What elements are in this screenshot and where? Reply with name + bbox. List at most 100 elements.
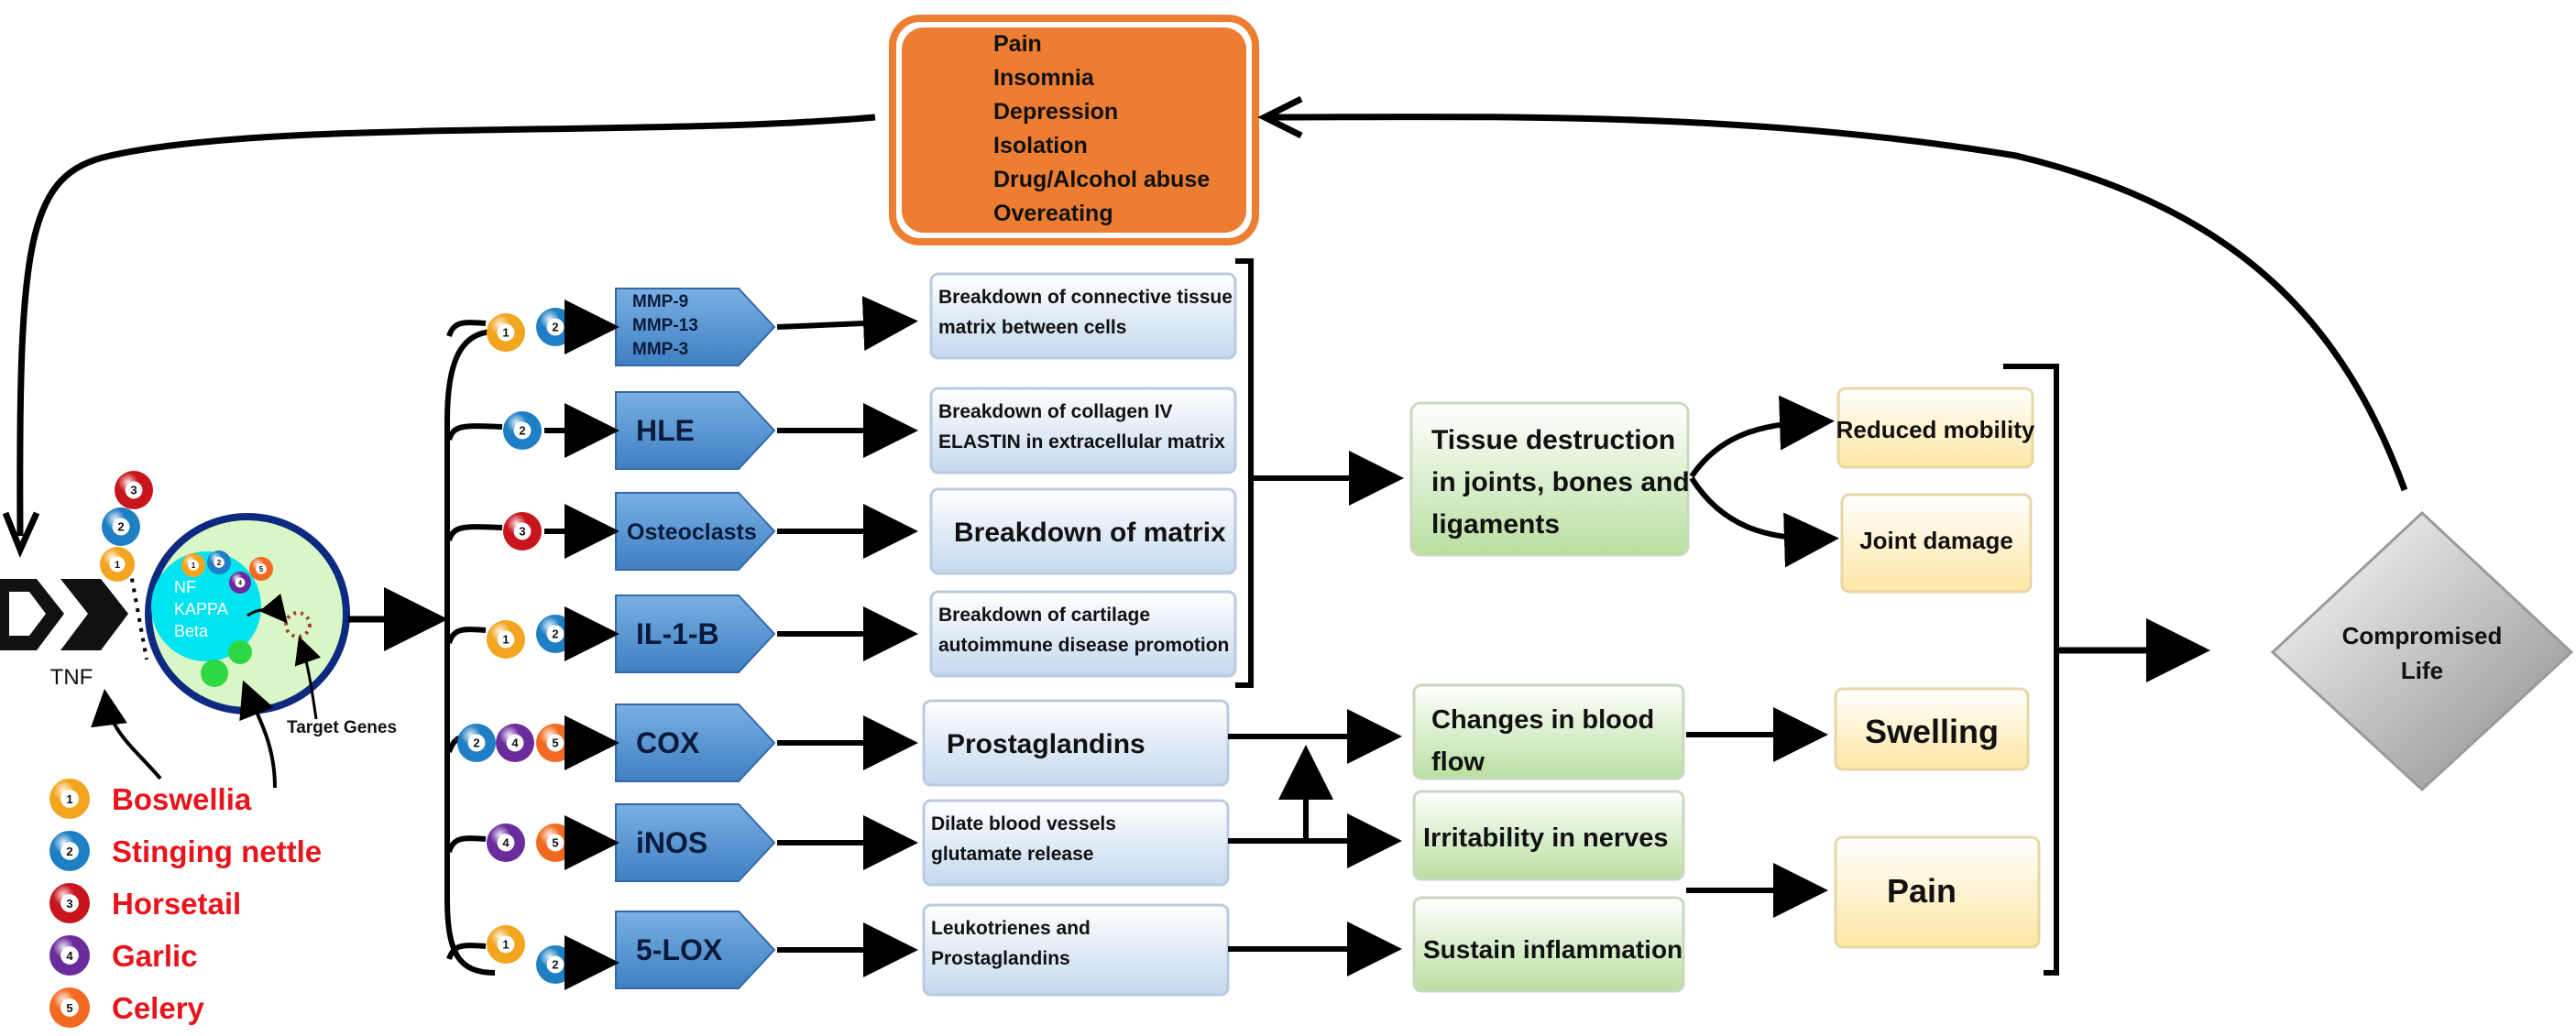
herb-ball-4: 4	[487, 823, 525, 862]
herb-ball-number: 1	[115, 560, 120, 571]
herb-ball-1: 1	[100, 547, 135, 582]
symptom-item: Drug/Alcohol abuse	[993, 167, 1210, 192]
symptom-item: Isolation	[993, 133, 1088, 158]
results-bracket	[2003, 364, 2059, 976]
herb-ball-1: 1	[487, 620, 525, 659]
herb-ball-number: 4	[511, 736, 519, 750]
effect-label: Breakdown of connective tissue	[938, 287, 1233, 308]
effect-label: Breakdown of matrix	[954, 518, 1226, 548]
herb-ball-number: 4	[66, 949, 73, 963]
enzyme-label: HLE	[636, 414, 695, 447]
branch-bracket	[444, 329, 496, 976]
herb-ball-number: 5	[552, 836, 558, 850]
herb-ball-number: 4	[238, 581, 242, 587]
legend-label: Horsetail	[112, 887, 241, 921]
herb-ball-number: 2	[66, 845, 72, 858]
herb-ball-2: 2	[102, 507, 140, 546]
herb-ball-number: 1	[502, 633, 509, 647]
membrane-dots	[126, 558, 148, 660]
herb-ball-number: 2	[473, 736, 479, 750]
enzyme-label: COX	[636, 726, 700, 759]
outcome-line: Changes in blood	[1431, 705, 1654, 735]
effect-label: ELASTIN in extracellular matrix	[938, 431, 1225, 453]
effect-box	[929, 387, 1237, 474]
enzyme-row-1: HLE 2 Breakdown of collagen IV ELASTIN in e…	[503, 387, 1237, 474]
herb-ball-4: 4	[229, 572, 251, 594]
enzyme-label: MMP-13	[632, 316, 698, 335]
tnf-label: TNF	[50, 665, 93, 690]
herb-ball-4: 4	[496, 724, 534, 762]
herb-ball-2: 2	[536, 308, 575, 346]
arrow-symptoms-to-receptor-head	[2, 511, 40, 558]
arrow-life-to-symptoms	[1268, 114, 2408, 492]
herb-ball-number: 5	[259, 565, 264, 573]
enzyme-label: MMP-3	[632, 340, 688, 359]
effects-bracket	[1235, 258, 1254, 688]
herb-ball-5: 5	[249, 557, 273, 581]
herb-ball-number: 1	[502, 326, 509, 340]
final-label: Compromised	[2342, 622, 2503, 649]
tnf-receptor	[0, 579, 128, 650]
effect-label: Prostaglandins	[931, 948, 1070, 969]
nerve-irritability-box: Irritability in nerves	[1412, 790, 1685, 881]
legend-item-horsetail: 3 Horsetail	[49, 883, 241, 923]
green-vesicle	[228, 640, 252, 664]
effect-label: matrix between cells	[938, 317, 1126, 338]
herb-ball-1: 1	[181, 553, 205, 577]
pain-label: Pain	[1887, 872, 1957, 910]
effect-label: Breakdown of collagen IV	[938, 401, 1173, 422]
herb-ball-number: 4	[502, 836, 510, 850]
symptom-item: Pain	[993, 31, 1042, 57]
enzyme-label: iNOS	[636, 826, 707, 859]
symptom-item: Insomnia	[993, 65, 1095, 91]
effect-box	[929, 590, 1237, 678]
herb-ball-number: 3	[519, 525, 525, 539]
target-genes-dots	[284, 611, 312, 638]
herb-ball-1: 1	[487, 313, 525, 352]
enzyme-label: Osteoclasts	[627, 519, 757, 545]
outcome-line: flow	[1431, 747, 1485, 777]
green-vesicle	[201, 660, 228, 687]
herb-ball-number: 1	[192, 562, 196, 570]
target-genes-label: Target Genes	[287, 718, 397, 737]
herb-ball-2: 2	[503, 411, 542, 450]
enzyme-label: 5-LOX	[636, 933, 723, 966]
herb-ball-number: 1	[66, 792, 72, 806]
herb-ball-2: 2	[49, 831, 90, 871]
herb-ball-number: 2	[552, 958, 558, 972]
swelling-label: Swelling	[1865, 713, 1999, 750]
herb-ball-1: 1	[487, 925, 525, 964]
arrow-life-to-symptoms-head	[1257, 95, 1303, 139]
herb-ball-3: 3	[49, 883, 90, 923]
outcome-line: in joints, bones and	[1431, 467, 1690, 497]
outcome-line: Tissue destruction	[1431, 425, 1675, 455]
herb-ball-2: 2	[536, 615, 575, 653]
herb-ball-number: 3	[130, 484, 137, 497]
herb-ball-number: 2	[552, 627, 558, 641]
herb-ball-number: 5	[552, 736, 558, 750]
effect-label: Leukotrienes and	[931, 918, 1091, 939]
reduced-mobility-box: Reduced mobility	[1836, 387, 2035, 469]
herb-ball-5: 5	[536, 724, 575, 762]
enzyme-label: MMP-9	[632, 292, 688, 311]
herb-ball-3: 3	[115, 471, 153, 509]
effect-label: Breakdown of cartilage	[938, 605, 1150, 626]
herb-ball-5: 5	[49, 987, 90, 1028]
effect-box	[929, 272, 1237, 360]
nucleus-label: Beta	[174, 622, 209, 640]
herb-ball-number: 2	[117, 520, 124, 534]
enzyme-row-2: Osteoclasts 3 Breakdown of matrix	[503, 487, 1237, 575]
herb-ball-4: 4	[49, 935, 90, 976]
herb-ball-number: 5	[66, 1001, 72, 1015]
pain-box: Pain	[1834, 835, 2041, 949]
herb-ball-2: 2	[207, 551, 231, 574]
herb-ball-number: 3	[66, 897, 72, 911]
